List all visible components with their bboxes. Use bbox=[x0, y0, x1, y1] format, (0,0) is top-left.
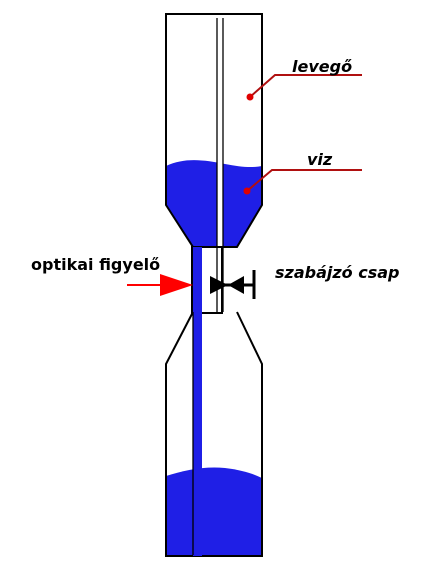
upper-vessel-outline bbox=[165, 13, 263, 248]
valve-tap-icon[interactable] bbox=[210, 270, 256, 299]
upper-water bbox=[166, 160, 262, 247]
air-pointer-dot bbox=[246, 93, 254, 101]
lower-water bbox=[166, 467, 262, 555]
neck-box bbox=[191, 246, 223, 314]
air-pipe-white bbox=[217, 18, 223, 312]
lower-vessel-outline bbox=[165, 311, 263, 557]
label-observer: optikai figyelő bbox=[31, 255, 160, 274]
lower-vessel bbox=[165, 247, 263, 557]
air-leader bbox=[246, 74, 362, 101]
falling-water-stream bbox=[193, 247, 202, 556]
right-arrow-icon bbox=[127, 274, 193, 296]
arrow-head bbox=[160, 274, 193, 296]
water-pointer-dot bbox=[243, 187, 251, 195]
label-valve: szabájzó csap bbox=[275, 263, 400, 282]
water-leader bbox=[243, 169, 362, 195]
neck-housing bbox=[191, 246, 223, 314]
label-air: levegő bbox=[292, 57, 352, 76]
upper-vessel bbox=[165, 13, 263, 248]
label-water: viz bbox=[307, 150, 333, 169]
